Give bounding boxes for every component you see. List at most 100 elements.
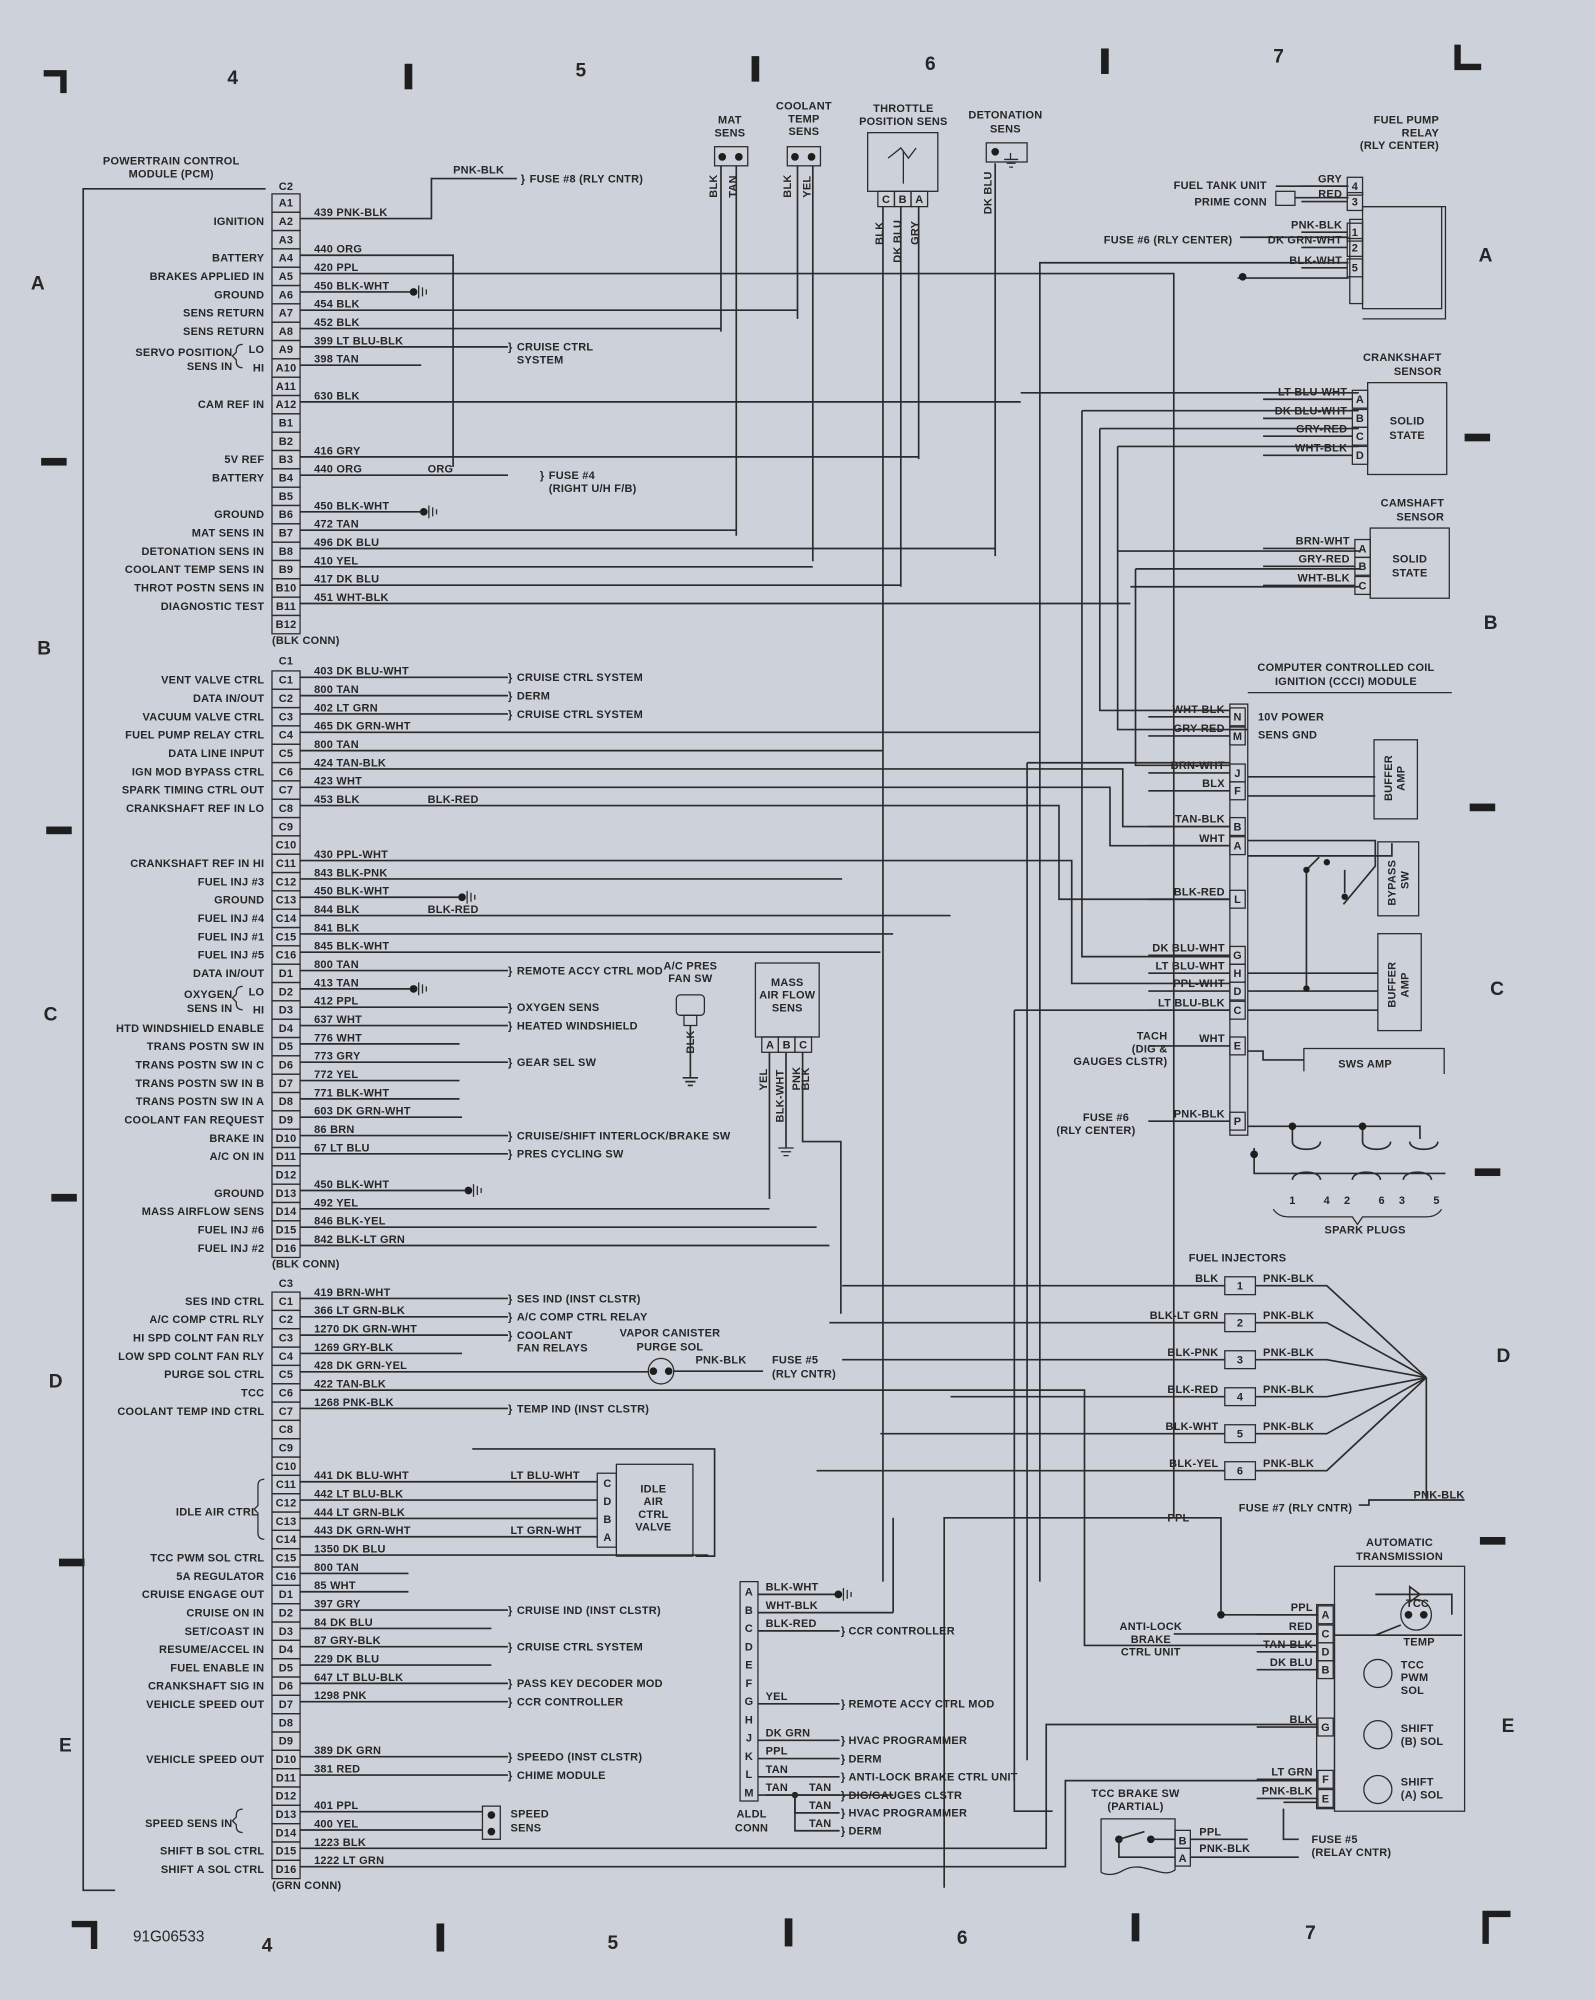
- pin-id: D10: [276, 1133, 297, 1145]
- wire-destination: A/C COMP CTRL RELAY: [517, 1312, 648, 1324]
- pin-label: N: [1233, 712, 1241, 724]
- tcc-pwm-sol: PWM: [1401, 1672, 1429, 1684]
- fuel-tank-unit-label: FUEL TANK UNIT: [1174, 180, 1267, 192]
- purge-sol-title: VAPOR CANISTER: [620, 1328, 721, 1340]
- pin-id: D14: [276, 1206, 298, 1218]
- pin-group-label: SENS IN: [187, 361, 233, 373]
- pin-function-label: GROUND: [214, 509, 264, 521]
- pin-id: C4: [279, 1351, 294, 1363]
- wire-destination: CHIME MODULE: [517, 1770, 606, 1782]
- shift-a-sol: SHIFT: [1401, 1777, 1434, 1789]
- pin-id: D12: [276, 1791, 297, 1803]
- wire-label: 410 YEL: [314, 555, 358, 567]
- wire-label: 444 LT GRN-BLK: [314, 1507, 405, 1519]
- pin-id: B4: [279, 473, 294, 485]
- pin-function-label: LO: [249, 986, 265, 998]
- coolant-sens-title: TEMP: [788, 113, 819, 125]
- pin-id: D9: [279, 1736, 294, 1748]
- pin-label: F: [1234, 786, 1241, 798]
- wire-label: 401 PPL: [314, 1800, 358, 1812]
- grid-row-left: A: [31, 274, 45, 295]
- pcm-pin-row: B1: [271, 413, 301, 433]
- wire-label: 846 BLK-YEL: [314, 1216, 386, 1228]
- pcm-title: POWERTRAIN CONTROL: [103, 156, 240, 168]
- wire-label: BLK: [708, 174, 720, 197]
- aldl-pin: E: [745, 1660, 753, 1672]
- wire-label: 398 TAN: [314, 354, 359, 366]
- pin-id: C16: [276, 1571, 297, 1583]
- brace-icon: }: [841, 1826, 846, 1838]
- pin-label: L: [1234, 894, 1241, 906]
- pin-label: J: [1234, 768, 1240, 780]
- pcm-pin-row: A3: [271, 229, 301, 250]
- pin-id: D13: [276, 1809, 297, 1821]
- brace-icon: }: [508, 709, 513, 721]
- ground-icon: [419, 508, 428, 516]
- injectors-title: FUEL INJECTORS: [1189, 1252, 1287, 1264]
- grid-col-top: 5: [576, 61, 587, 82]
- wire-destination: SPEEDO (INST CLSTR): [517, 1752, 642, 1764]
- pin-function-label: FUEL INJ #2: [198, 1243, 265, 1255]
- wire-label: 842 BLK-LT GRN: [314, 1234, 405, 1246]
- pin-cell: [271, 1859, 301, 1880]
- wire-destination: OXYGEN SENS: [517, 1002, 600, 1014]
- wire-label: WHT: [1199, 1033, 1225, 1045]
- fuse-label: FUSE #5: [1312, 1834, 1358, 1846]
- wire-label: YEL: [801, 176, 813, 198]
- pin-id: B12: [276, 619, 297, 631]
- pin-label: B: [783, 1039, 791, 1051]
- pin-function-label: CRANKSHAFT REF IN LO: [126, 803, 265, 815]
- aldl-pin: A: [745, 1587, 753, 1599]
- wire-label: 424 TAN-BLK: [314, 757, 386, 769]
- pcm-pin-row: A1: [271, 193, 301, 213]
- wire-destination: SYSTEM: [517, 354, 564, 366]
- speed-sens-title: SENS: [511, 1823, 542, 1835]
- pin-id: D16: [276, 1864, 297, 1876]
- trans-title: AUTOMATIC: [1366, 1537, 1433, 1549]
- wire-label: 1222 LT GRN: [314, 1855, 384, 1867]
- wire: [300, 1723, 1317, 1850]
- group-brace-icon: [231, 1808, 243, 1834]
- connector-name: C2: [279, 181, 294, 193]
- pin-id: D11: [276, 1772, 296, 1784]
- pcm-title: MODULE (PCM): [129, 168, 214, 180]
- fuse-label: FUSE #6 (RLY CENTER): [1104, 235, 1233, 247]
- pin-label: M: [1233, 731, 1242, 743]
- wire-label: 397 GRY: [314, 1599, 361, 1611]
- spark-plugs-label: SPARK PLUGS: [1325, 1224, 1406, 1236]
- pin-label: A: [766, 1039, 774, 1051]
- wire-label: PNK-BLK: [1174, 1108, 1225, 1120]
- wire-label: 403 DK BLU-WHT: [314, 666, 409, 678]
- pin-id: A6: [279, 289, 294, 301]
- wire-label: TAN-BLK: [1175, 814, 1225, 826]
- connector-name: C3: [279, 1278, 294, 1290]
- grid-col-bottom: 7: [1305, 1923, 1316, 1944]
- wire-destination: CRUISE CTRL SYSTEM: [517, 672, 643, 684]
- brace-icon: }: [508, 1057, 513, 1069]
- wire-label: 366 LT GRN-BLK: [314, 1305, 405, 1317]
- grid-row-right: C: [1490, 979, 1504, 1000]
- relay-title: FUEL PUMP: [1374, 115, 1439, 127]
- aldl-pin: B: [745, 1605, 753, 1617]
- aldl-pin: H: [745, 1714, 753, 1726]
- wire-label: PNK-BLK: [1263, 1458, 1314, 1470]
- wire-label: TAN: [766, 1782, 788, 1794]
- ccci-sens-gnd: SENS GND: [1258, 730, 1317, 742]
- wire-label: 465 DK GRN-WHT: [314, 721, 411, 733]
